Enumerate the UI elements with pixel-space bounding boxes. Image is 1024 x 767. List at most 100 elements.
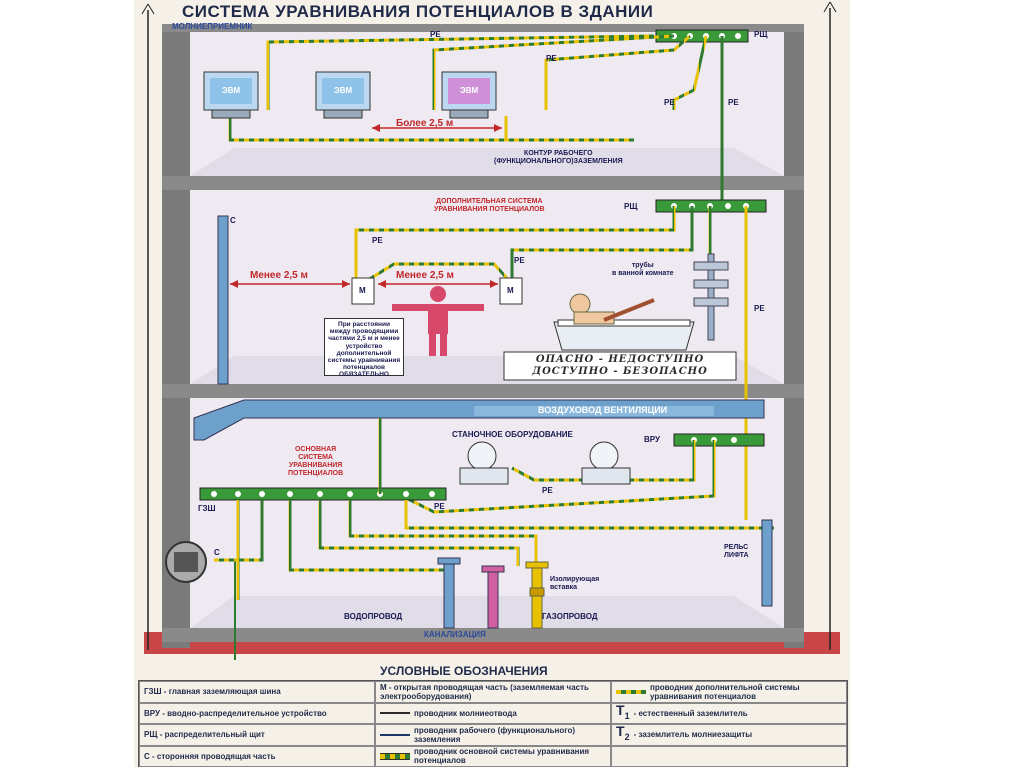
machine-2 [581, 441, 631, 485]
main-wire-4 [318, 500, 520, 566]
bath-mat [503, 351, 737, 381]
distance-less-left: Менее 2,5 м [250, 270, 308, 281]
extra-system-label: ДОПОЛНИТЕЛЬНАЯ СИСТЕМА УРАВНИВАНИЯ ПОТЕН… [434, 198, 545, 213]
panel-rsch-mid-label: РЩ [624, 202, 638, 211]
machines-label: СТАНОЧНОЕ ОБОРУДОВАНИЕ [452, 430, 573, 439]
pe-wire-top-2 [544, 34, 691, 110]
t1-symbol: T1 [616, 701, 630, 721]
computer-1 [203, 71, 259, 119]
legend-main-conductor: проводник основной системы уравнивания п… [375, 745, 611, 767]
legend-vru: ВРУ - вводно-распределительное устройств… [139, 702, 375, 724]
main-wire-3 [288, 500, 444, 572]
main-system-label: ОСНОВНАЯ СИСТЕМА УРАВНИВАНИЯ ПОТЕНЦИАЛОВ [288, 446, 344, 477]
extra-conductor-symbol [616, 689, 646, 694]
sewer-pipe [487, 565, 499, 629]
main-wire-6 [404, 500, 774, 530]
equipment-m-left [351, 277, 375, 305]
bath-mat-line-2: ДОСТУПНО - БЕЗОПАСНО [532, 366, 708, 377]
slab-3 [162, 628, 804, 642]
legend-lightning-ground: T2- заземлитель молниезащиты [611, 724, 847, 746]
slab-2 [162, 384, 804, 398]
distance-note: При расстоянии между проводящими частями… [324, 318, 404, 378]
person-figure [392, 286, 484, 356]
pe-label-mid-3: РЕ [754, 304, 765, 313]
lightning-rod-label: МОЛНИЕПРИЕМНИК [172, 22, 253, 31]
water-pipe-label: ВОДОПРОВОД [344, 612, 403, 621]
computer-1-label: ЭВМ [222, 86, 241, 95]
vru-label: ВРУ [644, 435, 660, 444]
room-top-floor [190, 148, 784, 176]
extra-equip-wire [357, 262, 516, 288]
computer-2-label: ЭВМ [334, 86, 353, 95]
work-conductor-symbol [380, 733, 410, 736]
duct-label: ВОЗДУХОВОД ВЕНТИЛЯЦИИ [538, 405, 668, 415]
sewer-label: КАНАЛИЗАЦИЯ [424, 630, 486, 639]
building-diagram [138, 1, 842, 673]
legend-heading: УСЛОВНЫЕ ОБОЗНАЧЕНИЯ [380, 664, 548, 678]
legend-natural-ground: T1- естественный заземлитель [611, 701, 847, 724]
pe-wire-top-3 [672, 35, 708, 110]
equipment-m-right [499, 277, 523, 305]
bath-pipes-label: трубы в ванной комнате [612, 262, 674, 277]
pe-label-mid-1: РЕ [372, 236, 383, 245]
computer-3 [441, 71, 497, 119]
bath-pipe-1 [707, 253, 715, 341]
legend-work-conductor: проводник рабочего (функционального) заз… [375, 724, 611, 746]
legend-rsch: РЩ - распределительный щит [139, 724, 375, 746]
legend-lightning-conductor: проводник молниеотвода [375, 702, 611, 724]
panel-vru [673, 433, 765, 447]
main-conductor-symbol [380, 752, 410, 760]
legend-table: ГЗШ - главная заземляющая шина М - откры… [138, 680, 848, 767]
roof [162, 24, 804, 32]
contour-label: КОНТУР РАБОЧЕГО (ФУНКЦИОНАЛЬНОГО)ЗАЗЕМЛЕ… [494, 150, 623, 165]
panel-rsch-top-label: РЩ [754, 30, 768, 39]
pe-label-low-1: РЕ [542, 486, 553, 495]
pe-label-low-2: РЕ [434, 502, 445, 511]
bathtub [553, 293, 695, 351]
pe-label-top-2: РЕ [546, 54, 557, 63]
main-wire-2 [214, 500, 264, 562]
pe-label-top-4: РЕ [728, 98, 739, 107]
m-label-left: М [359, 286, 366, 295]
bath-mat-line-1: ОПАСНО - НЕДОСТУПНО [535, 354, 705, 365]
pe-wire-top-5 [266, 34, 655, 110]
pe-label-top-3: РЕ [664, 98, 675, 107]
t2-symbol: T2 [616, 723, 630, 743]
right-wall [784, 28, 804, 648]
insulating-insert-label: Изолирующая вставка [550, 576, 600, 591]
pe-label-top-1: РЕ [430, 30, 441, 39]
gzsh-label: ГЗШ [198, 504, 216, 513]
computer-3-label: ЭВМ [460, 86, 479, 95]
slab-1 [162, 176, 804, 190]
pe-wire-mid-2 [510, 206, 694, 280]
gas-pipe-label: ГАЗОПРОВОД [542, 612, 598, 621]
distance-more-label: Более 2,5 м [396, 118, 454, 129]
pe-wire-mid-1 [354, 206, 676, 280]
machine-1 [459, 441, 509, 485]
lightning-conductor-symbol [380, 712, 410, 715]
page-title: СИСТЕМА УРАВНИВАНИЯ ПОТЕНЦИАЛОВ В ЗДАНИИ [182, 2, 654, 21]
legend-extra-conductor: проводник дополнительной системы уравнив… [611, 681, 847, 703]
pipe-c-mid [217, 215, 229, 385]
room-low-floor [190, 596, 784, 628]
main-wire-5 [348, 500, 538, 580]
water-pipe [443, 557, 455, 629]
work-ground-contour [228, 116, 634, 142]
poster: СИСТЕМА УРАВНИВАНИЯ ПОТЕНЦИАЛОВ В ЗДАНИИ… [134, 0, 850, 767]
pe-wire-top-1 [432, 34, 675, 110]
lift-rail [761, 519, 773, 607]
legend: УСЛОВНЫЕ ОБОЗНАЧЕНИЯ ГЗШ - главная зазем… [134, 660, 850, 767]
legend-gzsh: ГЗШ - главная заземляющая шина [139, 681, 375, 703]
pe-label-mid-2: РЕ [514, 256, 525, 265]
computer-2 [315, 71, 371, 119]
pe-wire-low-vru-2 [401, 440, 716, 514]
legend-m: М - открытая проводящая часть (заземляем… [375, 681, 611, 703]
m-label-right: М [507, 286, 514, 295]
distance-less-right: Менее 2,5 м [396, 270, 454, 281]
lift-rail-label: РЕЛЬС ЛИФТА [724, 544, 749, 559]
c-label-mid: С [230, 216, 236, 225]
legend-empty [611, 745, 847, 767]
bath-mat-text: ОПАСНО - НЕДОСТУПНО ДОСТУПНО - БЕЗОПАСНО [506, 354, 734, 380]
c-label-low: С [214, 548, 220, 557]
legend-c: С - сторонняя проводящая часть [139, 745, 375, 767]
